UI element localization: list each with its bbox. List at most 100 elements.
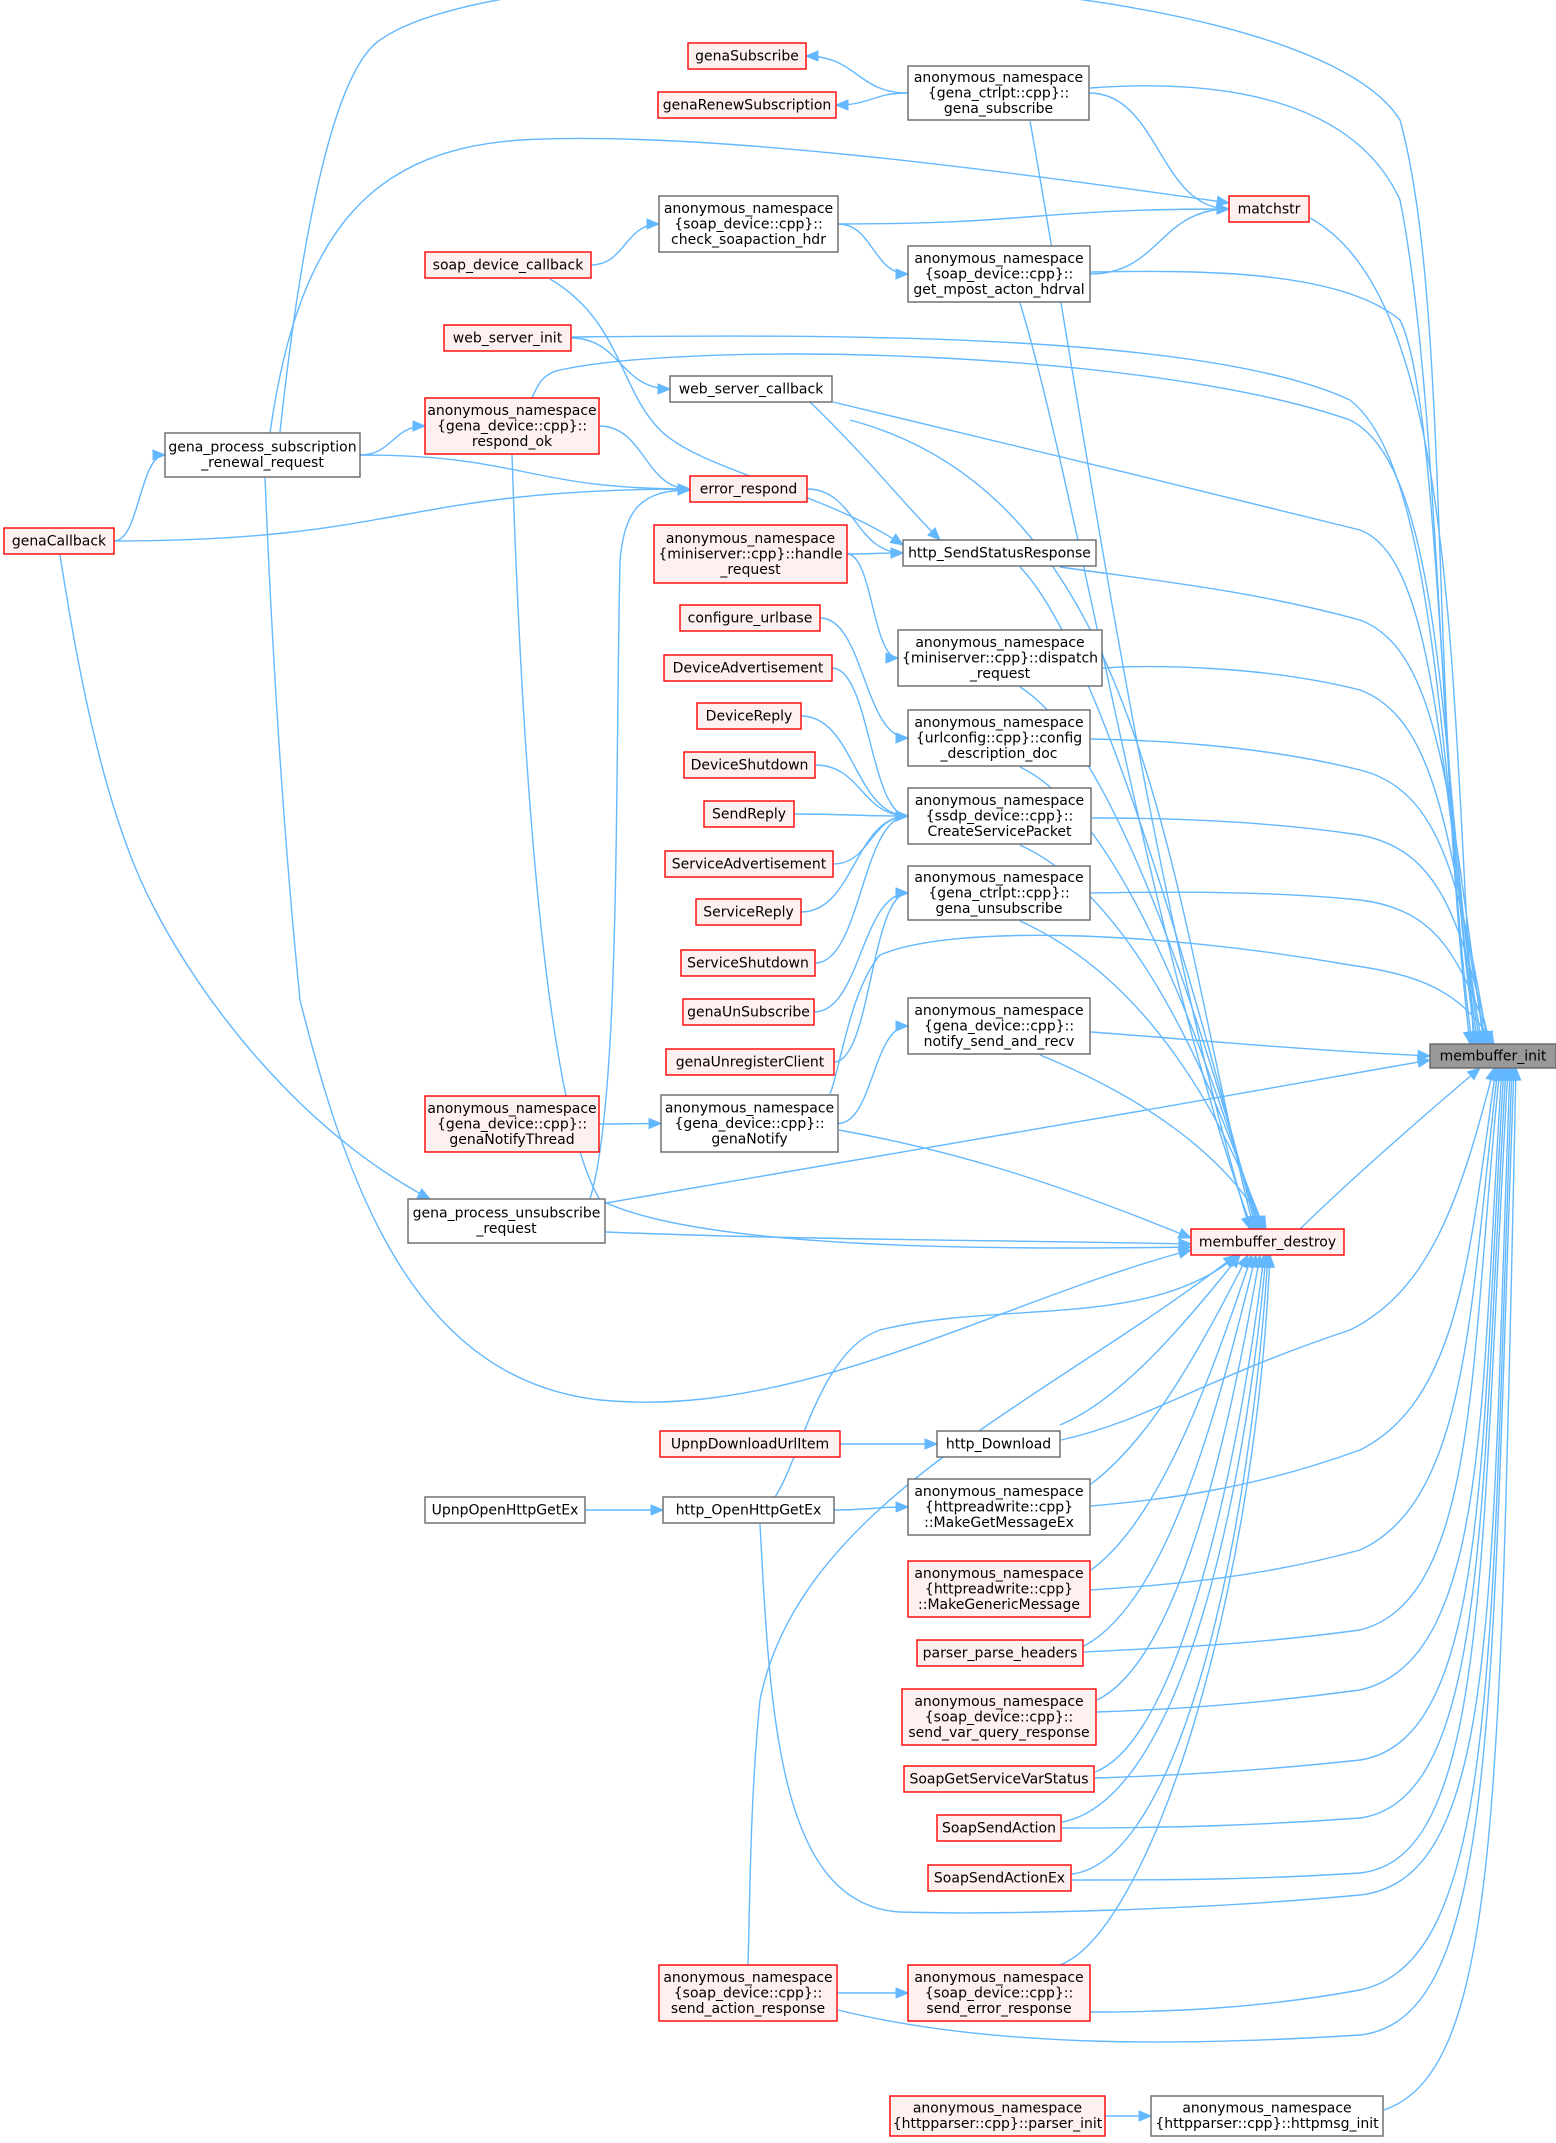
node-label-line: genaRenewSubscription <box>663 97 832 113</box>
node-SoapSendActionEx[interactable]: SoapSendActionEx <box>927 1864 1072 1892</box>
node-box <box>682 998 815 1026</box>
edge-send_action_response-to-membuffer_destroy <box>747 1254 1237 1966</box>
node-label-line: configure_urlbase <box>688 610 813 626</box>
node-box <box>907 65 1090 121</box>
node-ServiceReply[interactable]: ServiceReply <box>695 898 802 926</box>
node-ServiceAdvertisement[interactable]: ServiceAdvertisement <box>664 850 834 878</box>
edge-http_Download-to-membuffer_init <box>1060 1067 1495 1441</box>
node-httpmsg_init[interactable]: anonymous_namespace{httpparser::cpp}::ht… <box>1150 2095 1384 2137</box>
node-config_description_doc[interactable]: anonymous_namespace{urlconfig::cpp}::con… <box>907 709 1091 767</box>
node-http_SendStatusResponse[interactable]: http_SendStatusResponse <box>902 539 1097 567</box>
node-label-line: {gena_ctrlpt::cpp}:: <box>928 85 1069 101</box>
node-box <box>653 524 848 584</box>
edge-gena_process_subscription_renewal_request-to-membuffer_destroy <box>264 477 1192 1403</box>
node-MakeGetMessageEx[interactable]: anonymous_namespace{httpreadwrite::cpp}:… <box>907 1478 1091 1536</box>
node-ServiceShutdown[interactable]: ServiceShutdown <box>680 949 816 977</box>
edge-genaCallback-to-gena_process_subscription_renewal_request-arrowhead <box>152 449 167 461</box>
node-genaNotifyThread[interactable]: anonymous_namespace{gena_device::cpp}::g… <box>424 1095 600 1153</box>
node-box <box>665 1048 835 1076</box>
node-genaNotify[interactable]: anonymous_namespace{gena_device::cpp}::g… <box>660 1094 839 1153</box>
node-UpnpOpenHttpGetEx[interactable]: UpnpOpenHttpGetEx <box>424 1496 586 1524</box>
node-label-line: _renewal_request <box>200 455 324 471</box>
node-label-line: {miniserver::cpp}::dispatch <box>902 650 1098 666</box>
node-http_OpenHttpGetEx[interactable]: http_OpenHttpGetEx <box>662 1496 835 1524</box>
node-box <box>424 251 592 279</box>
edge-check_soapaction_hdr-to-matchstr <box>837 208 1230 225</box>
node-error_respond[interactable]: error_respond <box>689 475 808 503</box>
edge-send_error_response-to-membuffer_destroy <box>1059 1254 1271 1966</box>
node-membuffer_destroy[interactable]: membuffer_destroy <box>1190 1228 1345 1256</box>
node-soap_device_callback[interactable]: soap_device_callback <box>424 251 592 279</box>
node-SendReply[interactable]: SendReply <box>703 800 795 828</box>
edge-ServiceShutdown-to-CreateServicePacket-arrowhead <box>895 810 910 822</box>
node-respond_ok[interactable]: anonymous_namespace{gena_device::cpp}::r… <box>424 397 600 455</box>
node-MakeGenericMessage[interactable]: anonymous_namespace{httpreadwrite::cpp}:… <box>907 1560 1091 1618</box>
node-label-line: anonymous_namespace <box>914 1970 1083 1986</box>
node-label-line: check_soapaction_hdr <box>671 232 826 248</box>
node-send_action_response[interactable]: anonymous_namespace{soap_device::cpp}::s… <box>658 1964 838 2022</box>
edge-gena_process_subscription_renewal_request-to-matchstr <box>269 137 1230 434</box>
node-configure_urlbase[interactable]: configure_urlbase <box>679 604 821 632</box>
node-CreateServicePacket[interactable]: anonymous_namespace{ssdp_device::cpp}::C… <box>907 787 1092 845</box>
edge-ServiceAdvertisement-to-CreateServicePacket <box>832 815 909 865</box>
node-gena_unsubscribe[interactable]: anonymous_namespace{gena_ctrlpt::cpp}::g… <box>907 865 1091 921</box>
node-label-line: get_mpost_acton_hdrval <box>913 282 1084 298</box>
node-DeviceShutdown[interactable]: DeviceShutdown <box>683 751 816 779</box>
node-gena_process_unsubscribe_request[interactable]: gena_process_unsubscribe_request <box>407 1198 606 1244</box>
node-gena_process_subscription_renewal_request[interactable]: gena_process_subscription_renewal_reques… <box>164 432 361 478</box>
node-label-line: web_server_callback <box>679 381 824 397</box>
node-label-line: ServiceReply <box>703 904 794 920</box>
node-web_server_init[interactable]: web_server_init <box>443 324 572 352</box>
node-parser_init[interactable]: anonymous_namespace{httpparser::cpp}::pa… <box>889 2095 1106 2137</box>
node-label-line: DeviceShutdown <box>691 757 809 773</box>
node-label-line: membuffer_init <box>1440 1048 1547 1064</box>
node-label-line: _request <box>969 666 1031 682</box>
node-DeviceAdvertisement[interactable]: DeviceAdvertisement <box>663 654 833 682</box>
node-label-line: anonymous_namespace <box>915 793 1084 809</box>
edge-notify_send_and_recv-to-membuffer_destroy <box>1039 1054 1267 1230</box>
node-send_var_query_response[interactable]: anonymous_namespace{soap_device::cpp}::s… <box>901 1688 1097 1746</box>
edge-error_respond-to-http_SendStatusResponse <box>806 488 904 554</box>
node-box <box>424 1095 600 1153</box>
node-web_server_callback[interactable]: web_server_callback <box>669 375 833 403</box>
node-SoapGetServiceVarStatus[interactable]: SoapGetServiceVarStatus <box>903 1765 1095 1793</box>
node-notify_send_and_recv[interactable]: anonymous_namespace{gena_device::cpp}::n… <box>907 997 1091 1055</box>
node-UpnpDownloadUrlItem[interactable]: UpnpDownloadUrlItem <box>659 1430 841 1458</box>
node-box <box>703 800 795 828</box>
node-get_mpost_acton_hdrval[interactable]: anonymous_namespace{soap_device::cpp}::g… <box>907 245 1091 303</box>
edge-gena_subscribe-to-genaSubscribe-arrowhead <box>804 50 819 62</box>
node-box <box>907 1560 1091 1618</box>
node-label-line: anonymous_namespace <box>914 1694 1083 1710</box>
node-matchstr[interactable]: matchstr <box>1228 195 1310 223</box>
node-send_error_response[interactable]: anonymous_namespace{soap_device::cpp}::s… <box>907 1964 1091 2022</box>
node-box <box>658 1964 838 2022</box>
edge-SoapSendActionEx-to-membuffer_init <box>1071 1067 1509 1881</box>
edge-config_description_doc-to-membuffer_init <box>1090 738 1489 1045</box>
node-dispatch_request[interactable]: anonymous_namespace{miniserver::cpp}::di… <box>897 629 1103 687</box>
node-label-line: anonymous_namespace <box>665 1100 834 1116</box>
edge-send_var_query_response-to-membuffer_init <box>1096 1067 1503 1713</box>
edge-gena_unsubscribe-to-membuffer_destroy <box>1019 920 1265 1230</box>
node-http_Download[interactable]: http_Download <box>936 1430 1061 1458</box>
node-box <box>695 898 802 926</box>
edge-check_soapaction_hdr-to-get_mpost_acton_hdrval <box>837 223 909 275</box>
node-genaUnregisterClient[interactable]: genaUnregisterClient <box>665 1048 835 1076</box>
node-handle_request[interactable]: anonymous_namespace{miniserver::cpp}::ha… <box>653 524 848 584</box>
node-parser_parse_headers[interactable]: parser_parse_headers <box>916 1639 1084 1667</box>
edge-layer <box>59 0 1522 2122</box>
node-genaRenewSubscription[interactable]: genaRenewSubscription <box>657 91 837 119</box>
node-gena_subscribe[interactable]: anonymous_namespace{gena_ctrlpt::cpp}::g… <box>907 65 1090 121</box>
node-box <box>683 751 816 779</box>
node-label-line: SendReply <box>712 806 786 822</box>
node-label-line: {urlconfig::cpp}::config <box>916 730 1082 746</box>
node-SoapSendAction[interactable]: SoapSendAction <box>936 1814 1062 1842</box>
node-genaUnSubscribe[interactable]: genaUnSubscribe <box>682 998 815 1026</box>
node-check_soapaction_hdr[interactable]: anonymous_namespace{soap_device::cpp}::c… <box>658 195 839 253</box>
node-label-line: genaNotifyThread <box>449 1132 574 1148</box>
node-genaCallback[interactable]: genaCallback <box>3 527 115 555</box>
node-DeviceReply[interactable]: DeviceReply <box>696 702 802 730</box>
node-genaSubscribe[interactable]: genaSubscribe <box>687 42 807 70</box>
edge-MakeGetMessageEx-to-membuffer_init <box>1090 1067 1497 1507</box>
node-membuffer_init[interactable]: membuffer_init <box>1429 1043 1556 1069</box>
node-box <box>907 1964 1091 2022</box>
